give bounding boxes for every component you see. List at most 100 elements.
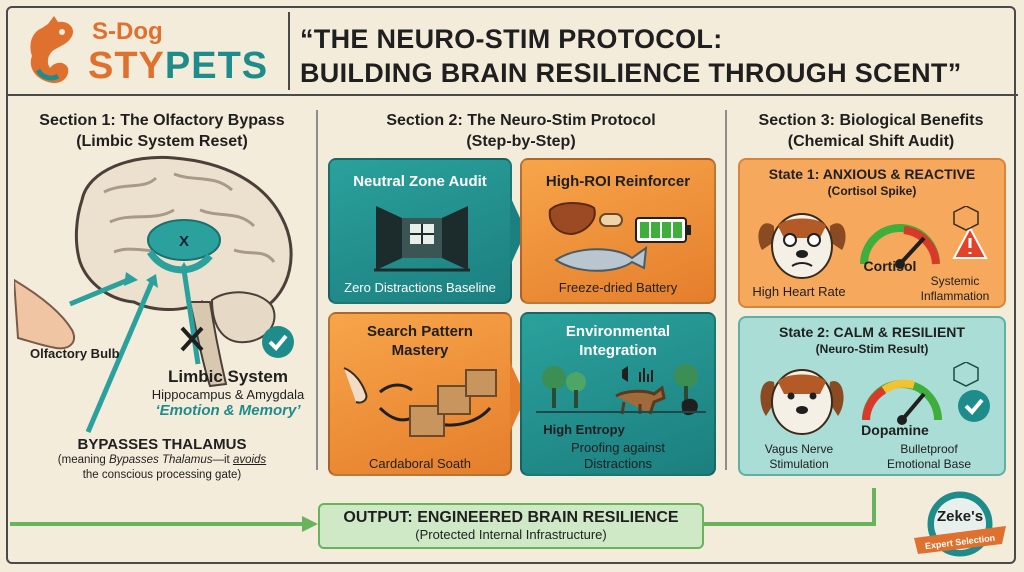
- state2-gauge-label: Dopamine: [861, 422, 929, 438]
- state2-title: State 2: CALM & RESILIENT: [779, 324, 965, 340]
- limbic-title: Limbic System: [168, 367, 288, 386]
- page-title: “THE NEURO-STIM PROTOCOL: BUILDING BRAIN…: [300, 22, 1010, 90]
- state1-right-label-line2: Inflammation: [920, 289, 990, 303]
- card4-subtitle-1: High Entropy: [543, 422, 625, 437]
- section2-heading: Section 2: The Neuro-Stim Protocol (Step…: [320, 110, 722, 152]
- state2-right-label-line1: Bulletproof: [900, 442, 958, 456]
- state2-left-label-line2: Stimulation: [769, 457, 829, 471]
- brand-name-left: STY: [88, 45, 165, 87]
- output-subtitle: (Protected Internal Infrastructure): [415, 527, 607, 542]
- molecule-icon-2: [953, 362, 979, 387]
- nose-icon: [14, 278, 75, 350]
- card3-subtitle: Cardaborаl Soath: [369, 456, 471, 471]
- page-frame: [6, 6, 1016, 564]
- column-separator-2: [725, 110, 727, 470]
- treats-icon: [548, 202, 691, 272]
- state2-illustration: [760, 362, 990, 435]
- badge-name: Zeke's: [936, 508, 984, 525]
- calm-dog-icon: [760, 381, 844, 416]
- card4-subtitle-2: Proofing against Distractions: [522, 440, 714, 472]
- step-card-neutral-zone: Neutral Zone Audit Zero Distractions Bas…: [328, 158, 512, 304]
- speaker-icon: [622, 366, 628, 382]
- section1-heading: Section 1: The Olfactory Bypass (Limbic …: [14, 110, 310, 152]
- check-circle-icon: [958, 390, 990, 422]
- anxious-dog-icon: [758, 223, 846, 250]
- bypass-note: (meaning Bypasses Thalamus—it avoids the…: [14, 453, 310, 483]
- section1-heading-line2: (Limbic System Reset): [76, 133, 248, 150]
- state2-right-label-line2: Emotional Base: [886, 457, 972, 471]
- state2-subtitle: (Neuro-Stim Result): [815, 342, 929, 356]
- card4-title-line1: Environmental: [565, 323, 671, 340]
- state1-illustration: [758, 206, 988, 279]
- title-line-1: “THE NEURO-STIM PROTOCOL:: [300, 24, 723, 54]
- card1-title: Neutral Zone Audit: [353, 173, 487, 190]
- card3-title: Search Pattern Mastery: [330, 322, 510, 360]
- badge-seal-icon: [914, 488, 1006, 560]
- limbic-tag: ‘Emotion & Memory’: [155, 402, 301, 419]
- state1-gauge-label: Cortisol: [863, 258, 917, 274]
- olfactory-bulb-label: Olfactory Bulb: [30, 346, 120, 361]
- header-separator: [288, 12, 290, 90]
- state2-left-label: Vagus Nerve Stimulation: [744, 442, 854, 472]
- section1-heading-line1: Section 1: The Olfactory Bypass: [39, 112, 285, 129]
- limbic-system-block: Limbic System Hippocampus & Amygdala ‘Em…: [140, 367, 316, 419]
- state1-card: State 1: ANXIOUS & REACTIVE (Cortisol Sp…: [738, 158, 1006, 308]
- card2-title: High-ROI Reinforcer: [545, 173, 691, 190]
- brain-illustration: X: [14, 155, 294, 433]
- bypass-note-line2: the conscious processing gate): [82, 469, 242, 481]
- check-icon: [268, 334, 288, 351]
- bypass-block: BYPASSES THALAMUS (meaning Bypasses Thal…: [14, 436, 310, 483]
- bypass-note-pre: (meaning: [57, 454, 109, 466]
- brand-logo: S-Dog STYPETS: [24, 14, 286, 88]
- park-scene-icon: [536, 364, 706, 416]
- title-line-2: BUILDING BRAIN RESILIENCE THROUGH SCENT”: [300, 58, 962, 88]
- brain-mark-x: X: [179, 233, 189, 250]
- state2-card: State 2: CALM & RESILIENT (Neuro-Stim Re…: [738, 316, 1006, 476]
- card4-title: Environmental Integration: [522, 322, 714, 360]
- step-arrow-1: [510, 196, 526, 266]
- state2-right-label: Bulletproof Emotional Base: [854, 442, 1004, 472]
- dog-logo-icon: [30, 16, 74, 84]
- header-divider: [6, 94, 1018, 96]
- section3-heading: Section 3: Biological Benefits (Chemical…: [730, 110, 1012, 152]
- state1-subtitle: (Cortisol Spike): [827, 184, 917, 198]
- section2-heading-line2: (Step-by-Step): [466, 133, 576, 150]
- card4-title-line2: Integration: [579, 342, 657, 359]
- dog-nose-icon: [343, 367, 368, 404]
- dopamine-gauge-icon: [862, 380, 942, 421]
- card1-subtitle: Zero Distractions Baseline: [344, 280, 496, 295]
- step-card-reinforcer: High-ROI Reinforcer Freeze-dried Battery: [520, 158, 716, 304]
- step-card-environment: Environmental Integration High Entropy P…: [520, 312, 716, 476]
- brand-name: STYPETS: [88, 44, 268, 88]
- output-box: OUTPUT: ENGINEERED BRAIN RESILIENCE (Pro…: [318, 503, 704, 549]
- state1-right-label-line1: Systemic: [930, 274, 980, 288]
- brand-name-right: PETS: [164, 45, 269, 87]
- card3-title-line2: Mastery: [391, 342, 449, 359]
- step-card-search-pattern: Search Pattern Mastery Cardaborаl Soath: [328, 312, 512, 476]
- molecule-icon: [953, 206, 979, 231]
- section2-heading-line1: Section 2: The Neuro-Stim Protocol: [386, 112, 656, 129]
- bypass-note-em: Bypasses Thalamus: [108, 454, 213, 466]
- bypass-note-underline: avoids: [232, 454, 267, 466]
- search-boxes-icon: [343, 367, 497, 437]
- card4-subtitle-2-line1: Proofing against: [571, 440, 665, 455]
- card4-subtitle-2-line2: Distractions: [584, 456, 652, 471]
- state1-left-label: High Heart Rate: [752, 284, 846, 299]
- state2-left-label-line1: Vagus Nerve: [764, 442, 834, 456]
- section3-heading-line2: (Chemical Shift Audit): [787, 133, 955, 150]
- card2-subtitle: Freeze-dried Battery: [558, 280, 678, 295]
- step-arrow-2: [510, 362, 526, 432]
- brand-small-text: S-Dog: [92, 18, 163, 45]
- state1-right-label: Systemic Inflammation: [900, 274, 1010, 304]
- card3-title-line1: Search Pattern: [367, 323, 473, 340]
- bypass-note-mid: —it: [212, 454, 233, 466]
- empty-room-icon: [374, 206, 470, 272]
- liver-icon: [548, 202, 596, 236]
- dog-icon: [615, 385, 666, 415]
- section3-heading-line1: Section 3: Biological Benefits: [758, 112, 984, 129]
- output-title: OUTPUT: ENGINEERED BRAIN RESILIENCE: [343, 509, 679, 526]
- expert-badge: Zeke's Expert Selection: [912, 486, 1008, 566]
- output-flow-arrows: [10, 488, 876, 532]
- bypass-title: BYPASSES THALAMUS: [77, 436, 247, 453]
- blocked-x-icon: [180, 326, 204, 352]
